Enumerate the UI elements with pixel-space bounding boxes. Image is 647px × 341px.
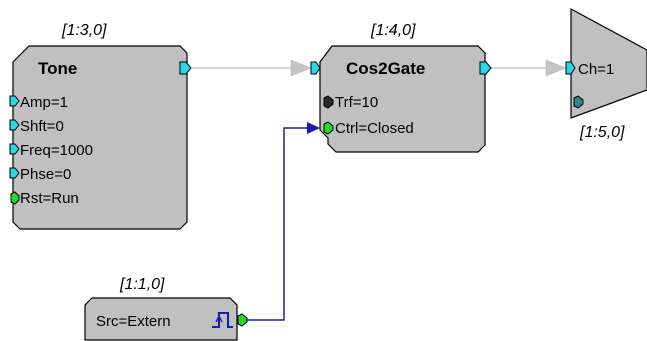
output-port-icon[interactable] [179,61,192,75]
wire-cos2gate-to-dac[interactable] [490,59,567,77]
input-port-icon[interactable] [310,61,321,75]
block-title: Tone [38,59,77,78]
input-port-icon[interactable] [10,191,20,205]
port-label-freq: Freq=1000 [20,142,93,159]
input-port-icon[interactable] [9,167,20,179]
input-port-icon[interactable] [9,95,20,107]
arrow-head-icon [290,59,312,77]
input-port-icon[interactable] [9,119,20,131]
block-body [570,7,647,119]
port-label-ctrl: Ctrl=Closed [335,120,414,137]
port-label-amp: Amp=1 [20,94,68,111]
port-label-rst: Rst=Run [20,190,79,207]
output-port-icon[interactable] [237,313,248,327]
block-body [319,45,486,153]
arrow-head-icon [545,59,567,77]
block-id-label: [1:3,0] [61,22,107,39]
input-port-icon[interactable] [9,143,20,155]
wire-tone-to-cos2gate[interactable] [192,59,312,77]
port-label-phse: Phse=0 [20,166,71,183]
block-body [84,297,238,341]
arrow-head-icon [307,122,320,134]
output-port-icon[interactable] [479,61,492,75]
pulse-arrow-icon [215,314,223,323]
port-label-trf: Trf=10 [335,94,378,111]
tone-block[interactable]: [1:3,0] Tone Amp=1 Shft=0 Freq=1000 Phse… [9,22,192,230]
cos2gate-block[interactable]: [1:4,0] Cos2Gate Trf=10 Ctrl=Closed [310,22,492,153]
wire-src-to-ctrl[interactable] [246,122,320,321]
block-id-label: [1:4,0] [370,22,416,39]
input-port-icon[interactable] [323,95,334,109]
block-id-label: [1:1,0] [119,276,165,293]
port-label-shft: Shft=0 [20,118,64,135]
dac-output-block[interactable]: Ch=1 [1:5,0] [565,7,647,141]
input-port-icon[interactable] [323,121,334,135]
block-id-label: [1:5,0] [579,124,625,141]
source-block[interactable]: [1:1,0] Src=Extern [84,276,248,341]
input-port-icon[interactable] [573,95,584,109]
source-label: Src=Extern [96,313,171,330]
pulse-icon [212,312,233,328]
port-label-channel: Ch=1 [578,61,614,78]
block-title: Cos2Gate [346,59,425,78]
input-port-icon[interactable] [565,61,576,75]
block-body [12,45,188,230]
